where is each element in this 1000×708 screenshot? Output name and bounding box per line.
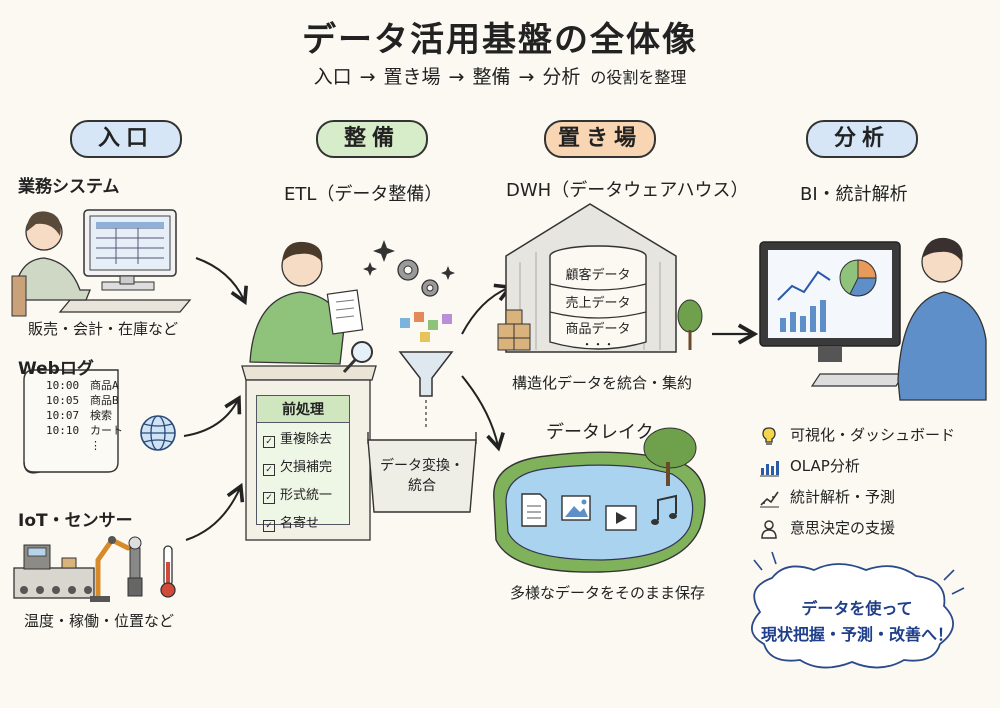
music-icon bbox=[651, 494, 677, 525]
dwh-title: DWH（データウェアハウス） bbox=[506, 180, 749, 201]
sparkle-icon bbox=[363, 240, 455, 280]
person-icon bbox=[758, 518, 780, 540]
subtitle-step: 置き場 bbox=[383, 66, 441, 88]
stage-prep-pill: 整備 bbox=[316, 120, 428, 158]
arrow-icon bbox=[461, 283, 514, 335]
preprocess-item: ✓名寄せ bbox=[257, 507, 349, 535]
iot-caption: 温度・稼働・位置など bbox=[24, 612, 175, 630]
list-item: 可視化・ダッシュボード bbox=[758, 420, 955, 451]
preprocess-item: ✓重複除去 bbox=[257, 423, 349, 451]
page-subtitle: 入口 → 置き場 → 整備 → 分析の役割を整理 bbox=[0, 62, 1000, 89]
weblog-scroll-illustration bbox=[23, 369, 119, 474]
data-lake-illustration bbox=[493, 427, 706, 573]
arrow-icon: → bbox=[359, 66, 376, 88]
check-icon: ✓ bbox=[263, 464, 275, 476]
list-item: ⋮ bbox=[90, 439, 101, 452]
callout-cloud bbox=[751, 551, 965, 669]
subtitle-step: 入口 bbox=[313, 66, 352, 88]
business-system-title: 業務システム bbox=[18, 177, 120, 197]
check-icon: ✓ bbox=[263, 520, 275, 532]
subtitle-step: 分析 bbox=[542, 66, 581, 88]
trend-icon bbox=[758, 487, 780, 509]
dwh-table-sales: 売上データ bbox=[565, 296, 631, 311]
arrow-icon: → bbox=[448, 66, 465, 88]
list-item: 意思決定の支援 bbox=[758, 513, 955, 544]
weblog-title: Webログ bbox=[18, 359, 94, 379]
dwh-table-customer: 顧客データ bbox=[565, 268, 631, 283]
arrow-icon bbox=[183, 395, 242, 437]
preprocess-card: 前処理 ✓重複除去 ✓欠損補完 ✓形式統一 ✓名寄せ bbox=[256, 395, 350, 532]
bar-chart-icon bbox=[758, 456, 780, 478]
dwh-warehouse-illustration bbox=[497, 203, 703, 353]
list-item: OLAP分析 bbox=[758, 451, 955, 482]
funnel-icon bbox=[398, 351, 454, 430]
stage-entry-pill: 入口 bbox=[70, 120, 182, 158]
etl-title: ETL（データ整備） bbox=[284, 184, 443, 205]
image-icon bbox=[561, 495, 591, 521]
iot-title: IoT・センサー bbox=[18, 511, 133, 531]
stage-storage-pill: 置き場 bbox=[544, 120, 656, 158]
lake-caption: 多様なデータをそのまま保存 bbox=[510, 584, 706, 602]
dwh-caption: 構造化データを統合・集約 bbox=[512, 374, 693, 392]
business-system-caption: 販売・会計・在庫など bbox=[28, 320, 179, 338]
lightbulb-icon bbox=[758, 425, 780, 447]
list-item: 統計解析・予測 bbox=[758, 482, 955, 513]
video-icon bbox=[605, 505, 637, 531]
preprocess-item: ✓欠損補完 bbox=[257, 451, 349, 479]
bi-analyst-illustration bbox=[759, 237, 987, 401]
gear-icon bbox=[397, 259, 439, 297]
arrow-icon: → bbox=[518, 66, 535, 88]
dwh-ellipsis: ・・・ bbox=[581, 338, 615, 351]
page-title: データ活用基盤の全体像 bbox=[302, 20, 698, 60]
arrow-icon bbox=[185, 482, 245, 541]
check-icon: ✓ bbox=[263, 492, 275, 504]
transform-bin-illustration bbox=[367, 432, 477, 513]
arrow-icon bbox=[195, 257, 248, 306]
bi-feature-list: 可視化・ダッシュボード OLAP分析 統計解析・予測 意思決定の支援 bbox=[758, 420, 955, 544]
iot-factory-illustration bbox=[13, 536, 176, 602]
preprocess-title: 前処理 bbox=[257, 396, 349, 423]
transform-label: データ変換・ 統合 bbox=[380, 458, 464, 494]
lake-title: データレイク bbox=[546, 422, 654, 443]
preprocess-item: ✓形式統一 bbox=[257, 479, 349, 507]
bi-title: BI・統計解析 bbox=[800, 184, 908, 205]
arrow-icon bbox=[461, 375, 505, 452]
business-system-illustration bbox=[11, 209, 192, 317]
subtitle-tail: の役割を整理 bbox=[590, 68, 687, 87]
check-icon: ✓ bbox=[263, 436, 275, 448]
callout-text: データを使って 現状把握・予測・改善へ！ bbox=[760, 599, 953, 644]
data-cubes-illustration bbox=[400, 312, 452, 342]
dwh-table-product: 商品データ bbox=[565, 322, 631, 337]
stage-analysis-pill: 分析 bbox=[806, 120, 918, 158]
subtitle-step: 整備 bbox=[472, 66, 511, 88]
globe-icon bbox=[140, 415, 176, 451]
document-icon bbox=[521, 493, 547, 527]
